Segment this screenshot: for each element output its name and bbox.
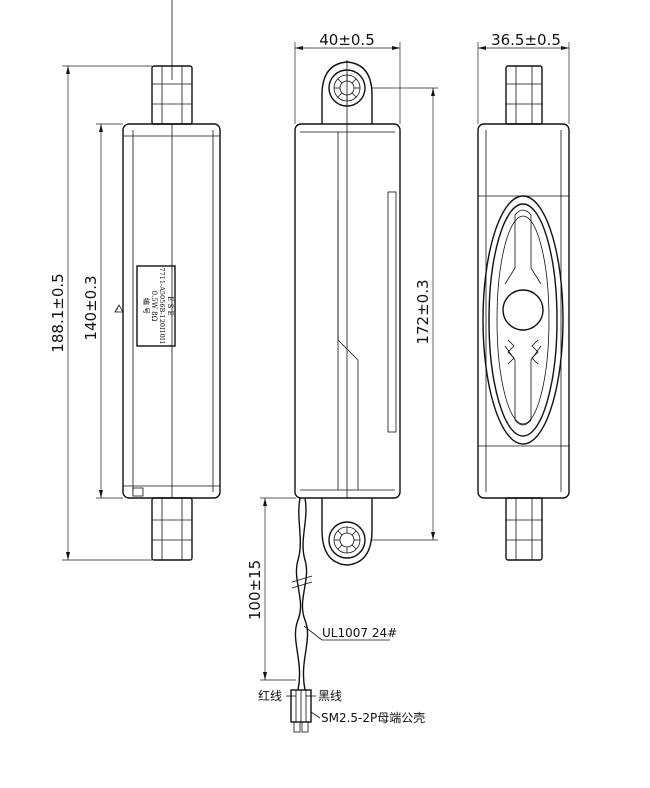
dimension-172-label: 172±0.3 [414, 279, 432, 344]
label-line-2: 7711-A5056B-120I10I1 [158, 267, 166, 344]
side-view-right: 36.5±0.5 [477, 31, 570, 561]
dimension-140: 140±0.3 [82, 123, 123, 499]
black-wire-label: 黑线 [318, 689, 342, 703]
dimension-100-label: 100±15 [246, 560, 264, 620]
dimension-140-label: 140±0.3 [82, 275, 100, 340]
warning-triangle-icon [114, 304, 124, 313]
wire-spec-callout: UL1007 24# [322, 626, 397, 640]
label-line-3: 0.5W 8Ω [150, 291, 158, 322]
label-plate [136, 265, 176, 347]
svg-text:!: ! [116, 308, 118, 314]
label-line-4: 编 号 [142, 298, 151, 314]
connector-callout: SM2.5-2P母端公壳 [321, 711, 425, 725]
wire-harness: 100±15 UL1007 24# 红线 黑线 SM2.5-2P母端公壳 [246, 497, 425, 733]
dimension-36-label: 36.5±0.5 [491, 31, 561, 49]
label-plate-text: E S E 7711-A5056B-120I10I1 0.5W 8Ω 编 号 [142, 267, 174, 344]
dimension-188-label: 188.1±0.5 [49, 273, 67, 352]
bottom-hole-star [334, 527, 360, 553]
side-view-left: ! [114, 0, 221, 561]
front-view: 40±0.5 [294, 31, 438, 566]
label-line-1: E S E [166, 296, 174, 315]
dimension-188: 188.1±0.5 [49, 65, 152, 561]
red-wire-label: 红线 [258, 688, 282, 703]
dimension-40-label: 40±0.5 [319, 31, 375, 49]
